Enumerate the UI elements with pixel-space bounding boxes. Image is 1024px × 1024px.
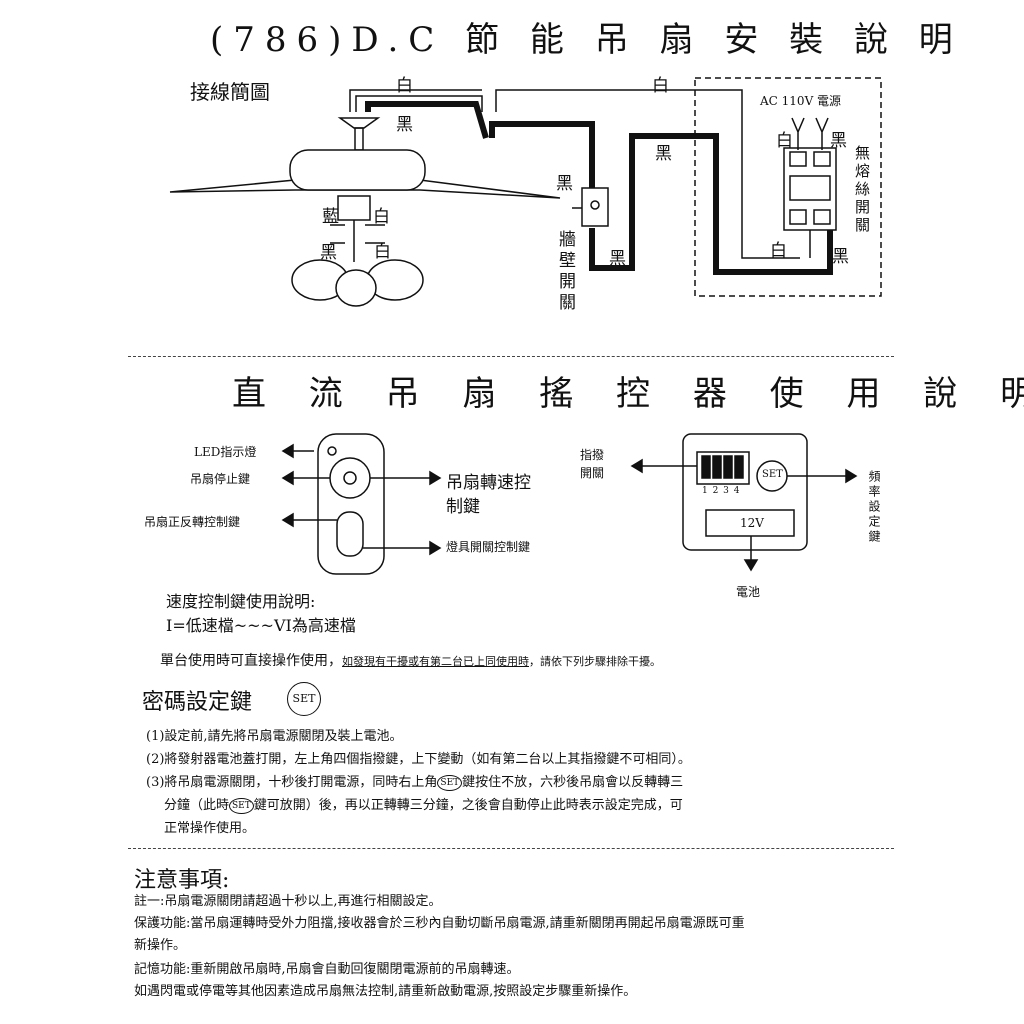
- power-label: AC 110V 電源: [760, 94, 842, 108]
- label-white-5: 白: [776, 131, 793, 151]
- label-white-6: 白: [770, 241, 787, 261]
- note-2b: 新操作。: [134, 938, 187, 953]
- battery-label: 電池: [736, 585, 761, 599]
- label-white-2: 白: [652, 76, 669, 96]
- dip-numbers: 1 2 3 4: [702, 486, 741, 496]
- notes-heading: 注意事項:: [134, 868, 230, 893]
- label-black-4: 黑: [609, 249, 626, 269]
- label-white-3: 白: [373, 207, 390, 227]
- stop-key-label: 吊扇停止鍵: [190, 472, 251, 486]
- reverse-key-label: 吊扇正反轉控制鍵: [144, 515, 241, 529]
- note-3: 記憶功能:重新開啟吊扇時,吊扇會自動回復關閉電源前的吊扇轉速。: [134, 962, 520, 977]
- step-3-line3: 正常操作使用。: [164, 821, 256, 836]
- divider-1: [128, 356, 894, 357]
- step-3a: (3)將吊扇電源關閉，十秒後打開電源，同時右上角: [146, 775, 438, 790]
- single-use-note: 單台使用時可直接操作使用，如發現有干擾或有第二台已上同使用時，請依下列步驟排除干…: [160, 650, 661, 670]
- set-inline-icon-1: SET: [437, 774, 463, 791]
- breaker-label: 無熔絲開關: [853, 145, 871, 235]
- set-inline-icon-2: SET: [229, 797, 254, 814]
- label-white-1: 白: [396, 76, 413, 96]
- page-title: (786)D.C 節 能 吊 扇 安 裝 說 明: [210, 20, 963, 60]
- label-black-3: 黑: [556, 174, 573, 194]
- step-1: (1)設定前,請先將吊扇電源關閉及裝上電池。: [146, 729, 403, 744]
- receiver-drawing: [630, 433, 858, 572]
- light-key-label: 燈具開關控制鍵: [446, 540, 531, 554]
- label-black-1: 黑: [396, 115, 413, 135]
- wall-switch-label: 牆壁開關: [555, 230, 575, 314]
- label-black-6: 黑: [830, 131, 847, 151]
- step-2: (2)將發射器電池蓋打開，左上角四個指撥鍵，上下變動（如有第二台以上其指撥鍵不可…: [146, 752, 691, 767]
- voltage-label: 12V: [740, 516, 764, 530]
- remote-drawing: [281, 433, 442, 575]
- breaker-drawing: [694, 77, 882, 297]
- led-label: LED指示燈: [194, 445, 257, 459]
- single-use-underline: 如發現有干擾或有第二台已上同使用時: [342, 655, 529, 668]
- single-use-tail: ，請依下列步驟排除干擾。: [529, 655, 661, 668]
- freq-label: 頻率設定鍵: [867, 470, 881, 545]
- label-black-2: 黑: [655, 144, 672, 164]
- label-black-5: 黑: [320, 243, 337, 263]
- speed-key-label-2: 制鍵: [446, 497, 480, 517]
- note-2a: 保護功能:當吊扇運轉時受外力阻擋,接收器會於三秒內自動切斷吊扇電源,請重新關閉再…: [134, 916, 745, 931]
- note-4: 如遇閃電或停電等其他因素造成吊扇無法控制,請重新啟動電源,按照設定步驟重新操作。: [134, 984, 637, 999]
- password-set-icon: SET: [287, 682, 321, 716]
- single-use-main: 單台使用時可直接操作使用，: [160, 653, 342, 669]
- note-1: 註一:吊扇電源關閉請超過十秒以上,再進行相關設定。: [134, 894, 442, 909]
- ceiling-fan-drawing: [169, 117, 561, 307]
- remote-title: 直 流 吊 扇 搖 控 器 使 用 說 明: [232, 374, 1024, 414]
- divider-2: [128, 848, 894, 849]
- label-black-7: 黑: [832, 247, 849, 267]
- speed-info-1: 速度控制鍵使用說明:: [166, 592, 316, 611]
- step-3d: 鍵可放開）後，再以正轉轉三分鐘，之後會自動停止此時表示設定完成，可: [253, 798, 683, 813]
- step-3c: 分鐘（此時: [164, 798, 230, 813]
- wall-switch-drawing: [572, 187, 609, 227]
- dip-label-1: 指撥: [580, 448, 605, 462]
- receiver-set: SET: [762, 469, 783, 480]
- speed-info-2: I=低速檔~~~VI為高速檔: [166, 616, 356, 635]
- dip-label-2: 開關: [580, 466, 605, 480]
- black-wire: [365, 101, 833, 275]
- password-heading: 密碼設定鍵: [142, 690, 253, 715]
- speed-key-label-1: 吊扇轉速控: [446, 473, 531, 493]
- label-white-4: 白: [374, 242, 391, 262]
- step-3b: 鍵按住不放，六秒後吊扇會以反轉轉三: [462, 775, 684, 790]
- label-blue: 藍: [322, 207, 339, 227]
- wiring-heading: 接線簡圖: [190, 80, 270, 104]
- white-wire: [349, 89, 800, 259]
